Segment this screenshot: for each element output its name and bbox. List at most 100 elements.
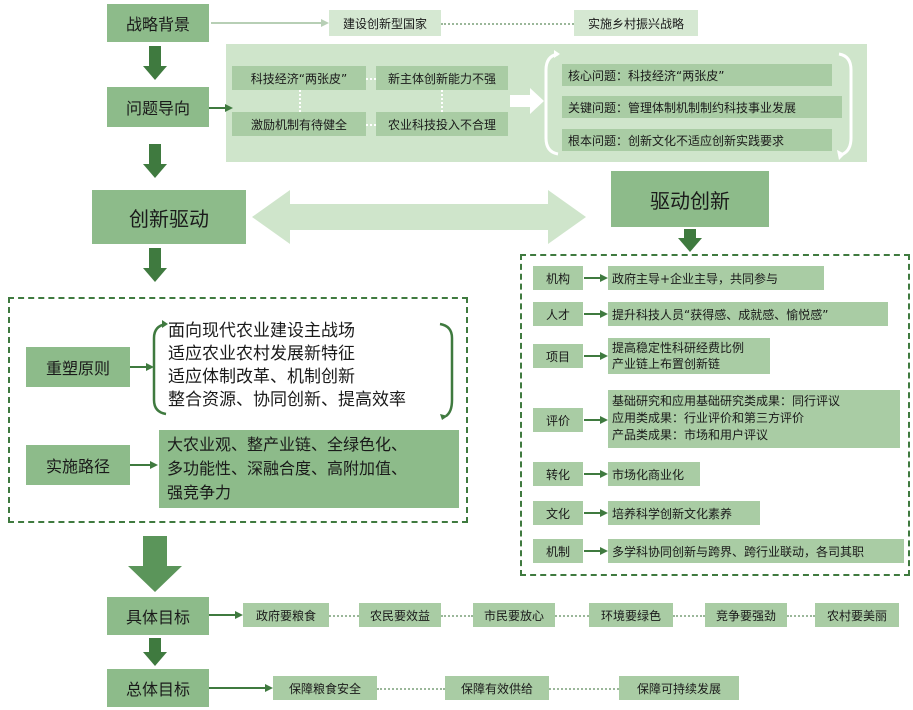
connector-arrow — [584, 416, 608, 424]
measure-label-box: 机构 — [533, 266, 583, 290]
measure-line: 提升科技人员“获得感、成就感、愉悦感” — [612, 307, 829, 322]
measure-content-box: 培养科学创新文化素养 — [608, 501, 760, 525]
specific-goal-item: 农民要效益 — [359, 603, 441, 627]
connector-arrow — [584, 274, 608, 282]
principle-line: 面向现代农业建设主战场 — [168, 321, 355, 341]
connector-arrow — [584, 310, 608, 318]
left-bracket-icon — [152, 320, 168, 416]
driving-innovation-box: 驱动创新 — [611, 171, 769, 227]
overall-goal-item: 保障粮食安全 — [273, 676, 377, 700]
flow-arrow-stem — [684, 229, 696, 239]
white-arrow-icon — [510, 88, 544, 114]
flow-arrow-down-icon — [678, 238, 702, 252]
flow-arrow-stem — [143, 536, 167, 570]
connector-arrow — [584, 509, 608, 517]
principle-line: 适应体制改革、机制创新 — [168, 367, 355, 387]
flow-arrow-stem — [149, 46, 161, 68]
connector-arrow — [584, 470, 608, 478]
connector-arrow — [209, 611, 243, 619]
strategy-background-box: 战略背景 — [107, 4, 209, 42]
measure-line: 培养科学创新文化素养 — [612, 506, 733, 521]
dotted-connector — [299, 90, 301, 112]
dotted-connector — [555, 615, 589, 617]
measure-line: 产业链上布置创新链 — [612, 357, 721, 371]
paths-label: 实施路径 — [26, 445, 130, 485]
path-line: 强竞争力 — [167, 483, 232, 502]
issue-box: 农业科技投入不合理 — [376, 112, 508, 136]
innovation-driven-box: 创新驱动 — [92, 190, 246, 244]
connector-arrow — [130, 461, 158, 469]
flow-arrow-down-icon — [143, 652, 167, 666]
summary-box: 根本问题：创新文化不适应创新实践要求 — [562, 129, 832, 151]
summary-box: 关键问题：管理体制机制制约科技事业发展 — [562, 96, 842, 118]
overall-goal-item: 保障有效供给 — [445, 676, 549, 700]
flow-arrow-stem — [149, 638, 161, 654]
measure-label-box: 文化 — [533, 501, 583, 525]
flow-arrow-down-icon — [143, 164, 167, 178]
overall-goal-item: 保障可持续发展 — [619, 676, 739, 700]
path-line: 多功能性、深融合度、高附加值、 — [167, 459, 408, 478]
measure-content-box: 多学科协同创新与跨界、跨行业联动，各司其职 — [608, 539, 904, 563]
dotted-connector — [787, 615, 815, 617]
flow-arrow-stem — [149, 248, 161, 270]
dotted-connector — [329, 615, 359, 617]
measure-label-box: 项目 — [533, 344, 583, 368]
measure-label-box: 人才 — [533, 302, 583, 326]
left-bracket-icon — [544, 50, 560, 156]
connector-arrow — [584, 547, 608, 555]
measure-content-box: 提高稳定性科研经费比例 产业链上布置创新链 — [608, 338, 770, 374]
dotted-connector — [366, 78, 376, 80]
specific-goals-box: 具体目标 — [107, 597, 209, 635]
right-bracket-icon — [837, 52, 853, 160]
dotted-connector — [366, 124, 376, 126]
principles-panel — [8, 297, 468, 523]
specific-goal-item: 农村要美丽 — [815, 603, 899, 627]
principles-list: 面向现代农业建设主战场 适应农业农村发展新特征 适应体制改革、机制创新 整合资源… — [168, 320, 406, 412]
connector-arrow — [209, 684, 273, 692]
measure-line: 提高稳定性科研经费比例 — [612, 341, 745, 355]
issue-box: 科技经济“两张皮” — [232, 66, 366, 90]
flow-arrow-down-icon — [143, 268, 167, 282]
double-arrow-icon — [252, 190, 586, 244]
connector-arrow — [130, 363, 154, 371]
dotted-connector — [673, 615, 705, 617]
paths-box: 大农业观、整产业链、全绿色化、 多功能性、深融合度、高附加值、 强竞争力 — [159, 430, 459, 508]
measure-label-box: 机制 — [533, 539, 583, 563]
principle-line: 整合资源、协同创新、提高效率 — [168, 390, 406, 410]
dotted-connector — [549, 688, 619, 690]
issue-box: 新主体创新能力不强 — [376, 66, 508, 90]
right-bracket-icon — [439, 322, 454, 420]
measure-content-box: 市场化商业化 — [608, 462, 700, 486]
background-item: 建设创新型国家 — [329, 10, 441, 36]
specific-goal-item: 市民要放心 — [473, 603, 555, 627]
problem-orientation-box: 问题导向 — [107, 87, 209, 127]
specific-goal-item: 竞争要强劲 — [705, 603, 787, 627]
specific-goal-item: 政府要粮食 — [243, 603, 329, 627]
principles-label: 重塑原则 — [26, 347, 130, 387]
dotted-connector — [441, 615, 473, 617]
measures-panel — [520, 254, 910, 576]
flow-arrow-down-icon — [143, 66, 167, 80]
connector-arrow — [209, 104, 233, 112]
issue-box: 激励机制有待健全 — [232, 112, 366, 136]
background-item: 实施乡村振兴战略 — [574, 10, 698, 36]
measure-label-box: 评价 — [533, 408, 583, 432]
measure-line: 市场化商业化 — [612, 467, 685, 482]
principle-line: 适应农业农村发展新特征 — [168, 344, 355, 364]
path-line: 大农业观、整产业链、全绿色化、 — [167, 435, 408, 454]
overall-goals-box: 总体目标 — [107, 669, 209, 707]
measure-line: 产品类成果：市场和用户评议 — [612, 428, 769, 442]
flow-arrow-stem — [149, 144, 161, 166]
connector-arrow — [584, 352, 608, 360]
flow-arrow-down-icon — [128, 566, 182, 592]
measure-line: 应用类成果：行业评价和第三方评价 — [612, 411, 805, 425]
measure-content-box: 基础研究和应用基础研究类成果：同行评议 应用类成果：行业评价和第三方评价 产品类… — [608, 390, 900, 448]
measure-content-box: 政府主导+企业主导，共同参与 — [608, 266, 824, 290]
dotted-connector — [377, 688, 445, 690]
specific-goal-item: 环境要绿色 — [589, 603, 673, 627]
measure-line: 政府主导+企业主导，共同参与 — [612, 271, 779, 286]
measure-line: 多学科协同创新与跨界、跨行业联动，各司其职 — [612, 544, 865, 559]
summary-box: 核心问题：科技经济“两张皮” — [562, 64, 832, 86]
connector-arrow — [211, 19, 329, 27]
dotted-connector — [441, 23, 574, 25]
